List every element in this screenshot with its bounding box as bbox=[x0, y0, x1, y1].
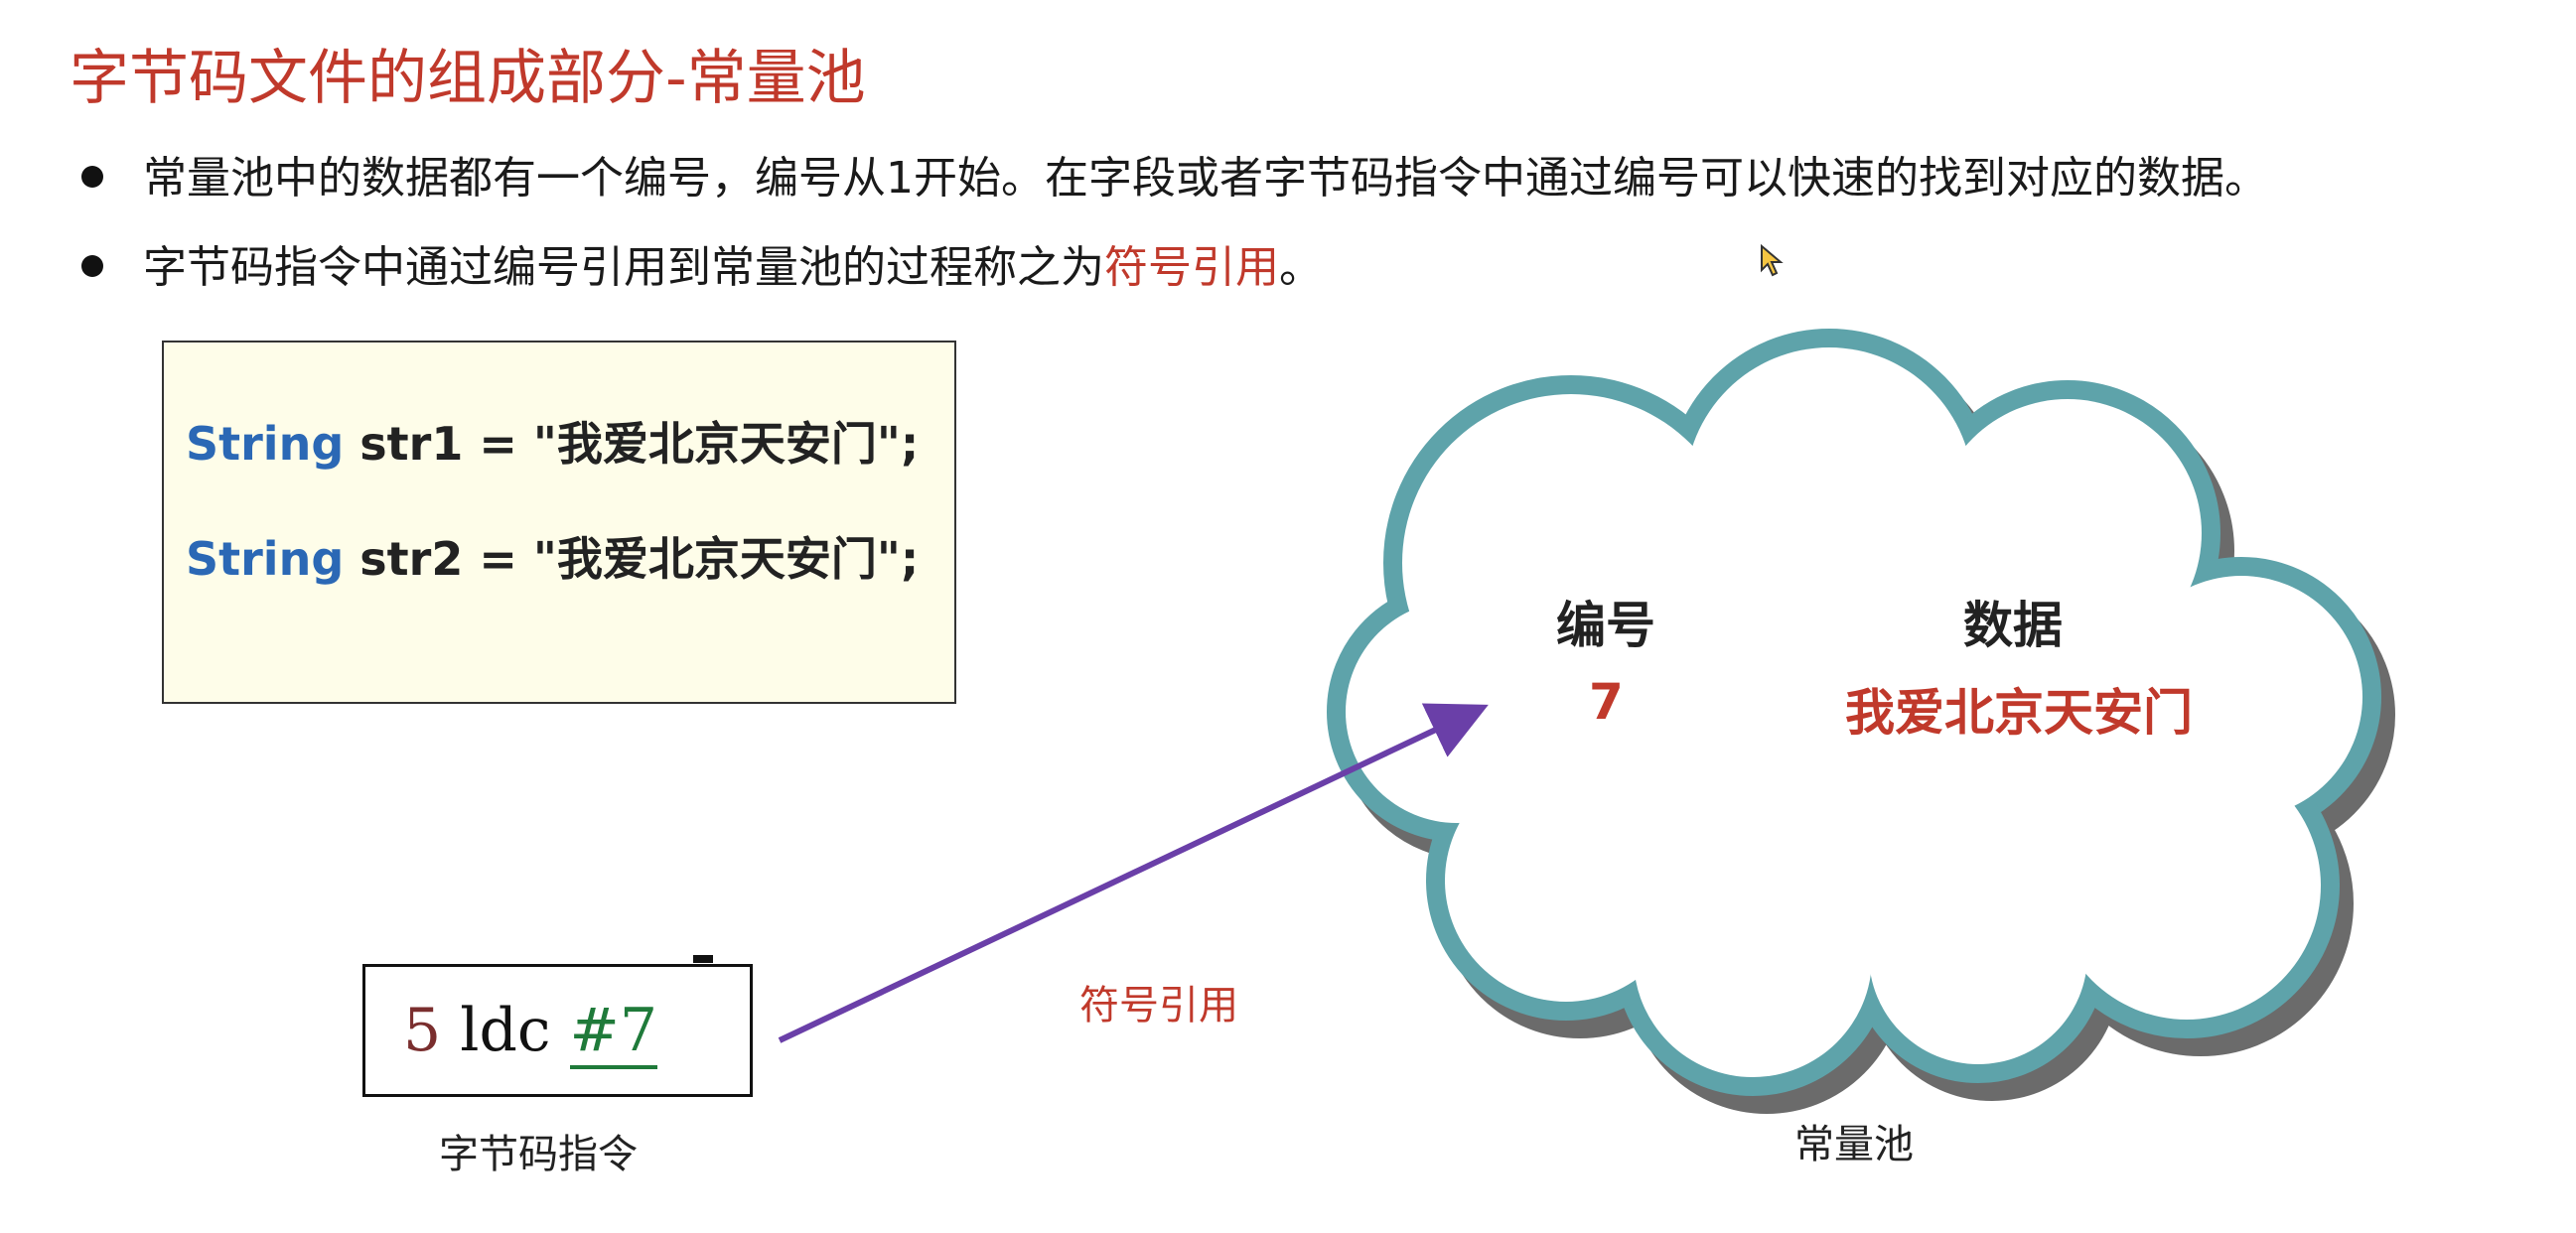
code-line-1: String str1 = "我爱北京天安门"; bbox=[186, 408, 919, 474]
bullet-2: 字节码指令中通过编号引用到常量池的过程称之为符号引用。 bbox=[81, 238, 1323, 298]
bullet-1: 常量池中的数据都有一个编号，编号从1开始。在字段或者字节码指令中通过编号可以快速… bbox=[81, 149, 2268, 208]
bytecode-instruction-box: 5 ldc #7 bbox=[362, 964, 753, 1097]
instruction-opcode: ldc bbox=[460, 996, 551, 1065]
cloud-header-number: 编号 bbox=[1556, 597, 1655, 654]
instruction-ref: #7 bbox=[569, 996, 657, 1069]
bullet-dot-icon bbox=[81, 255, 103, 277]
code-rest: str2 = "我爱北京天安门"; bbox=[344, 532, 920, 586]
arrow-label: 符号引用 bbox=[1079, 983, 1238, 1028]
instruction-caption: 字节码指令 bbox=[439, 1132, 638, 1177]
bullet-1-text: 常量池中的数据都有一个编号，编号从1开始。在字段或者字节码指令中通过编号可以快速… bbox=[143, 153, 2268, 204]
code-box: String str1 = "我爱北京天安门"; String str2 = "… bbox=[162, 341, 956, 704]
cloud-data-value: 我爱北京天安门 bbox=[1845, 684, 2193, 742]
instruction-tick-mark bbox=[693, 955, 713, 963]
slide-title: 字节码文件的组成部分-常量池 bbox=[70, 44, 866, 113]
mouse-cursor-icon bbox=[1761, 244, 1784, 277]
bullet-dot-icon bbox=[81, 166, 103, 188]
code-line-2: String str2 = "我爱北京天安门"; bbox=[186, 523, 919, 589]
code-rest: str1 = "我爱北京天安门"; bbox=[344, 417, 920, 471]
symbol-reference-highlight: 符号引用 bbox=[1104, 242, 1279, 293]
constant-pool-caption: 常量池 bbox=[1794, 1122, 1914, 1167]
code-keyword: String bbox=[186, 417, 345, 471]
symbol-reference-arrow bbox=[778, 703, 1489, 1043]
instruction-index: 5 bbox=[403, 996, 442, 1065]
cloud-number-value: 7 bbox=[1589, 673, 1624, 731]
code-keyword: String bbox=[186, 532, 345, 586]
bullet-2-tail: 。 bbox=[1279, 242, 1323, 293]
cloud-header-data: 数据 bbox=[1963, 597, 2063, 654]
bullet-2-text: 字节码指令中通过编号引用到常量池的过程称之为 bbox=[143, 242, 1104, 293]
